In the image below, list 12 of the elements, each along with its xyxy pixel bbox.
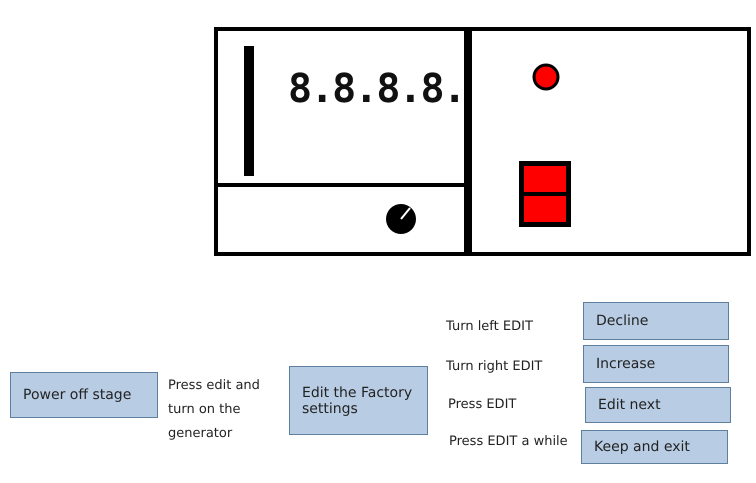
step-instruction: Turn left EDIT [446, 319, 533, 334]
step-box: Decline [583, 302, 729, 340]
step-box: Power off stage [10, 372, 158, 418]
step-box: Keep and exit [581, 430, 728, 464]
step-box: Edit next [585, 387, 731, 423]
step-instruction: Press EDIT a while [449, 434, 568, 449]
step-instruction: Press edit and turn on the generator [168, 377, 261, 443]
step-instruction: Press EDIT [448, 397, 516, 412]
step-box: Edit the Factory settings [289, 366, 428, 435]
step-instruction: Turn right EDIT [446, 359, 542, 374]
display-readout: 8.8.8.8. [288, 66, 465, 112]
step-box: Increase [583, 345, 729, 383]
